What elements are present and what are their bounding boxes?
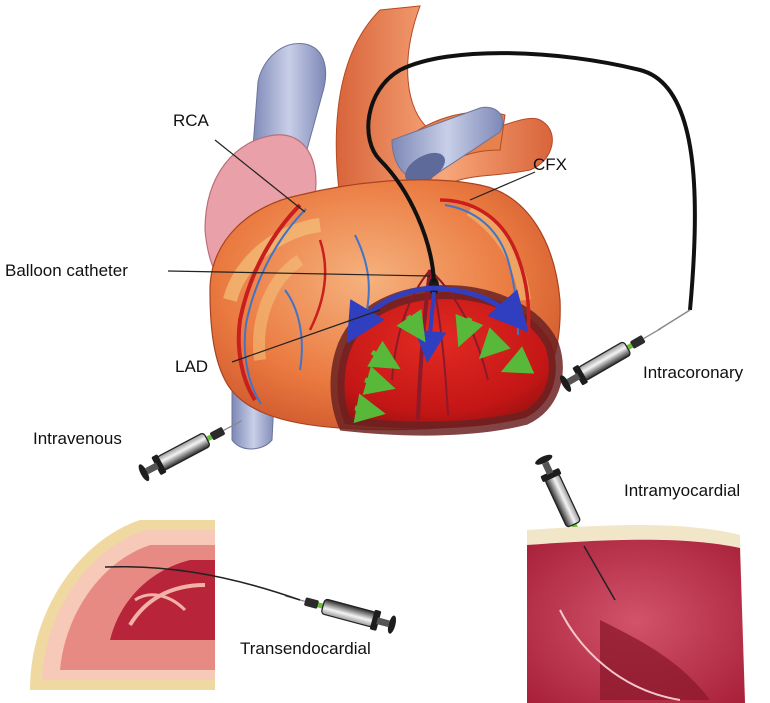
heart-illustration [205,6,560,449]
intramyocardial-label: Intramyocardial [624,482,740,499]
intravenous-label: Intravenous [33,430,122,447]
syringe-icon-intracoronary [558,320,667,395]
balloon-catheter-label: Balloon catheter [5,262,128,279]
lad-label: LAD [175,358,208,375]
transendocardial-label: Transendocardial [240,640,371,657]
syringe-icon-transendocardial [283,586,398,635]
transendocardial-inset [30,520,300,690]
syringe-icon-intravenous [136,412,246,483]
rca-label: RCA [173,112,209,129]
intracoronary-label: Intracoronary [643,364,743,381]
cfx-label: CFX [533,156,567,173]
intramyocardial-inset [527,525,745,703]
